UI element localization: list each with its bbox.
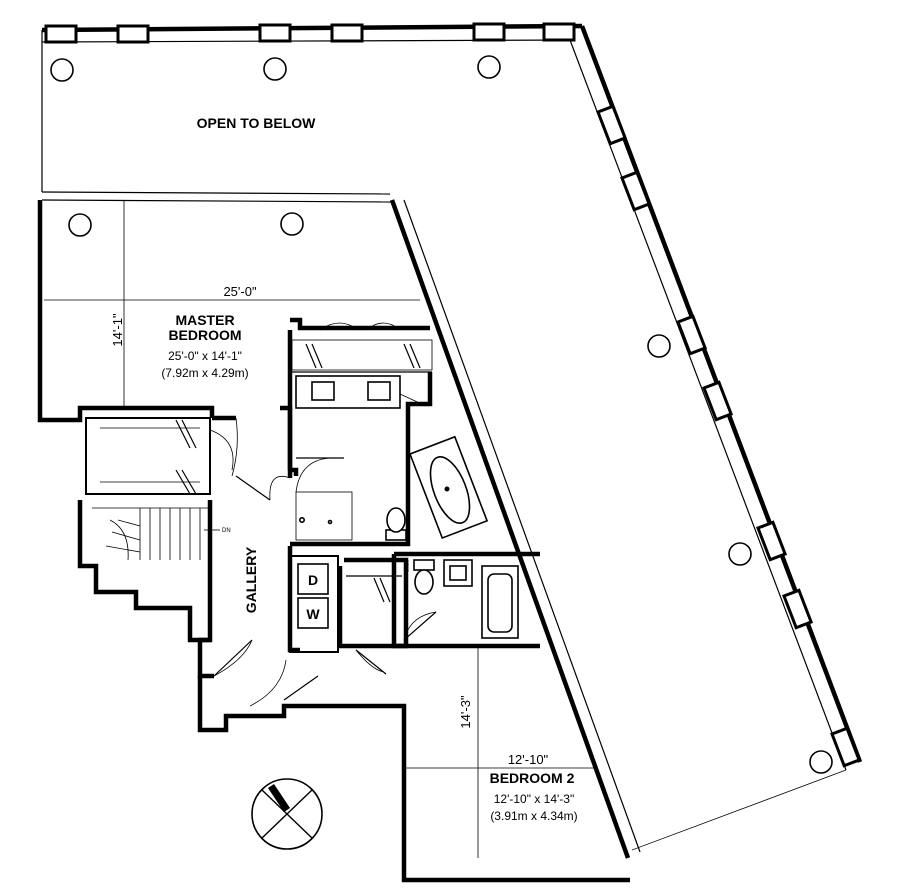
master-width-dim: 25'-0" [223, 284, 257, 299]
dryer-label: D [308, 572, 318, 588]
master-bedroom-walls [37, 199, 641, 859]
top-windows [44, 22, 576, 44]
bedroom2-label: BEDROOM 2 [490, 770, 575, 786]
master-bedroom-dims: 25'-0" x 14'-1" [168, 349, 242, 363]
bedroom-2-walls [404, 648, 596, 858]
gallery-label: GALLERY [243, 546, 259, 613]
dryer-box [297, 563, 329, 595]
washer-label: W [306, 606, 320, 622]
bedroom2-dims-metric: (3.91m x 4.34m) [490, 809, 577, 823]
columns [50, 55, 833, 774]
bedroom2-dims: 12'-10" x 14'-3" [494, 792, 574, 806]
bath-2 [337, 551, 540, 675]
master-bath [287, 317, 489, 547]
laundry [289, 555, 339, 653]
stair: DN [77, 500, 231, 643]
bedroom2-width-dim: 12'-10" [508, 752, 549, 767]
stair-dn-label: DN [222, 528, 231, 534]
master-bedroom-label-2: BEDROOM [168, 327, 241, 343]
right-windows [596, 104, 862, 768]
bedroom2-depth-dim: 14'-3" [458, 695, 473, 729]
master-bedroom-label-1: MASTER [175, 312, 234, 328]
washer-box [297, 597, 329, 629]
open-to-below-label: OPEN TO BELOW [197, 115, 317, 131]
master-depth-dim: 14'-1" [110, 313, 125, 347]
master-bedroom-dims-metric: (7.92m x 4.29m) [161, 366, 248, 380]
closet [85, 417, 234, 495]
north-arrow-icon [251, 778, 323, 850]
